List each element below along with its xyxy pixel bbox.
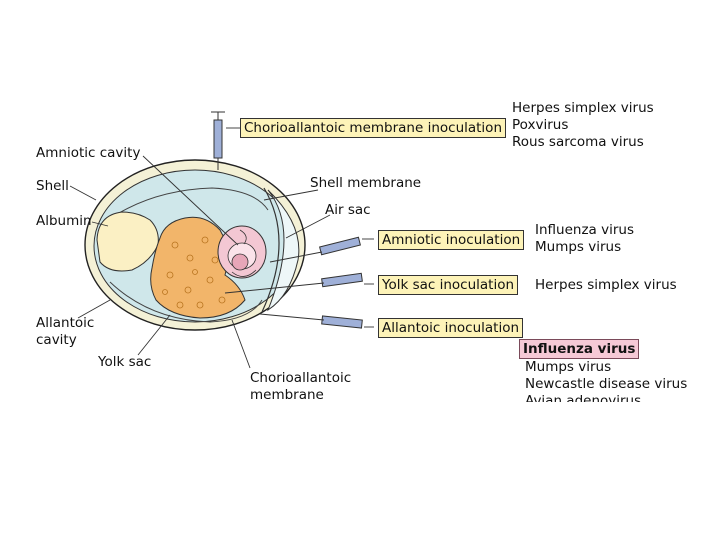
viruses-yolk-sac: Herpes simplex virus bbox=[535, 277, 677, 294]
embryo bbox=[232, 254, 248, 270]
virus-item: Herpes simplex virus bbox=[512, 100, 654, 117]
label-air-sac: Air sac bbox=[325, 202, 371, 219]
virus-item: Poxvirus bbox=[512, 117, 654, 134]
virus-item: Influenza virus bbox=[535, 222, 634, 239]
box-allantoic-inoculation: Allantoic inoculation bbox=[378, 318, 523, 338]
label-albumin: Albumin bbox=[36, 213, 92, 230]
highlight-influenza-virus: Influenza virus bbox=[519, 339, 639, 359]
virus-item: Herpes simplex virus bbox=[535, 277, 677, 294]
viruses-allantoic: Mumps virus Newcastle disease virus Avia… bbox=[525, 359, 687, 402]
virus-item: Newcastle disease virus bbox=[525, 376, 687, 393]
label-yolk-sac: Yolk sac bbox=[98, 354, 151, 371]
label-shell: Shell bbox=[36, 178, 69, 195]
virus-item: Mumps virus bbox=[525, 359, 687, 376]
virus-item: Rous sarcoma virus bbox=[512, 134, 654, 151]
box-amniotic-inoculation: Amniotic inoculation bbox=[378, 230, 524, 250]
virus-item-cut-off: Avian adenovirus bbox=[525, 393, 687, 402]
label-allantoic-cavity-1: Allantoic bbox=[36, 315, 94, 332]
viruses-chorioallantoic: Herpes simplex virus Poxvirus Rous sarco… bbox=[512, 100, 654, 151]
box-yolk-sac-inoculation: Yolk sac inoculation bbox=[378, 275, 518, 295]
syringe-allantoic bbox=[260, 314, 362, 328]
label-shell-membrane: Shell membrane bbox=[310, 175, 421, 192]
box-chorioallantoic-inoculation: Chorioallantoic membrane inoculation bbox=[240, 118, 506, 138]
label-chorioallantoic-membrane-1: Chorioallantoic bbox=[250, 370, 351, 387]
diagram-clip: Amniotic cavity Shell Albumin Allantoic … bbox=[0, 0, 720, 402]
viruses-amniotic: Influenza virus Mumps virus bbox=[535, 222, 634, 256]
label-amniotic-cavity: Amniotic cavity bbox=[36, 145, 140, 162]
virus-item: Mumps virus bbox=[535, 239, 634, 256]
label-allantoic-cavity-2: cavity bbox=[36, 332, 77, 349]
label-chorioallantoic-membrane-2: membrane bbox=[250, 387, 324, 402]
